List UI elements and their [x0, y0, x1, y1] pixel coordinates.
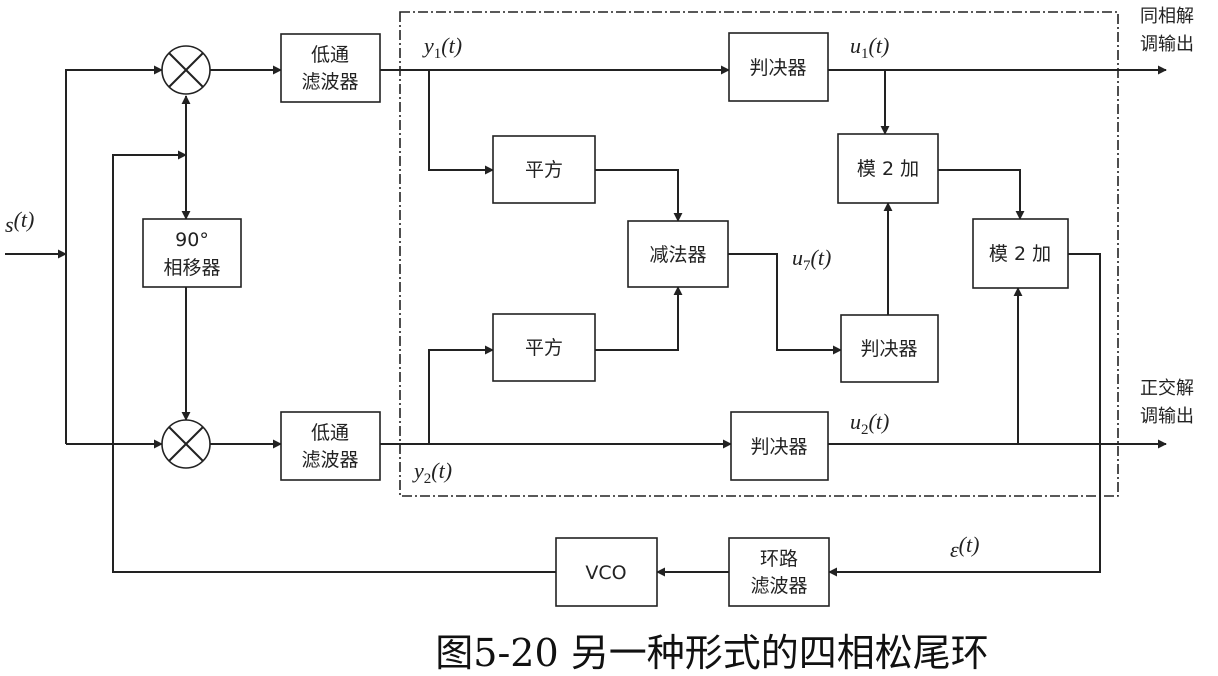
wire-y2-to-square	[428, 345, 494, 444]
svg-text:滤波器: 滤波器	[750, 575, 807, 597]
square-bottom-block: 平方	[492, 313, 596, 382]
wire-subtractor-to-decision	[728, 253, 842, 355]
wire-square-top-to-subtractor	[595, 169, 683, 222]
mod2-top-block: 模 2 加	[837, 133, 939, 204]
svg-text:环路: 环路	[760, 548, 798, 570]
processing-region-boundary	[399, 11, 1119, 497]
signal-label-u7: u7(t)	[792, 245, 831, 274]
wire-input-to-top-mixer	[65, 65, 163, 444]
svg-text:滤波器: 滤波器	[301, 449, 358, 471]
svg-text:判决器: 判决器	[750, 436, 807, 458]
decision-u7-block: 判决器	[840, 314, 939, 383]
svg-text:低通: 低通	[311, 44, 349, 66]
figure-caption: 图5-20 另一种形式的四相松尾环	[435, 631, 988, 675]
signal-label-input: s(t)	[5, 207, 34, 237]
svg-text:VCO: VCO	[585, 562, 626, 584]
svg-text:减法器: 减法器	[649, 244, 706, 266]
signal-label-y2: y2(t)	[412, 458, 452, 487]
svg-text:平方: 平方	[525, 337, 563, 359]
output-label-quadrature-line1: 正交解	[1140, 378, 1194, 399]
wire-square-bottom-to-subtractor	[595, 286, 683, 351]
loop-filter-block: 环路 滤波器	[728, 537, 830, 607]
signal-wires	[5, 65, 1167, 577]
wire-vco-feedback	[112, 150, 556, 573]
lpf-top-block: 低通 滤波器	[280, 33, 381, 103]
output-label-quadrature-line2: 调输出	[1140, 406, 1194, 427]
lpf-bottom-block: 低通 滤波器	[280, 411, 381, 481]
mod2-right-block: 模 2 加	[972, 218, 1069, 289]
signal-label-y1: y1(t)	[422, 33, 462, 62]
svg-text:平方: 平方	[525, 159, 563, 181]
output-label-in-phase-line2: 调输出	[1140, 34, 1194, 55]
decision-u2-block: 判决器	[730, 411, 829, 481]
signal-label-u1: u1(t)	[850, 33, 889, 62]
vco-block: VCO	[555, 537, 658, 607]
mixer-top	[161, 45, 211, 95]
svg-text:判决器: 判决器	[860, 338, 917, 360]
phase-shifter-block: 90° 相移器	[142, 218, 242, 288]
svg-text:90°: 90°	[175, 229, 209, 251]
signal-label-error: ε(t)	[950, 532, 979, 562]
wire-mod2-to-mod2	[938, 169, 1025, 220]
subtractor-block: 减法器	[627, 220, 729, 288]
decision-u1-block: 判决器	[728, 32, 829, 102]
wire-error-to-loop-filter	[828, 253, 1101, 577]
svg-text:相移器: 相移器	[163, 257, 220, 279]
output-label-in-phase-line1: 同相解	[1140, 6, 1194, 27]
svg-text:判决器: 判决器	[749, 57, 806, 79]
svg-text:滤波器: 滤波器	[301, 71, 358, 93]
svg-text:模 2 加: 模 2 加	[989, 243, 1051, 265]
wire-y1-to-square	[428, 70, 494, 175]
mixer-bottom	[161, 419, 211, 469]
svg-text:低通: 低通	[311, 422, 349, 444]
signal-label-u2: u2(t)	[850, 409, 889, 438]
svg-text:模 2 加: 模 2 加	[857, 158, 919, 180]
square-top-block: 平方	[492, 135, 596, 204]
